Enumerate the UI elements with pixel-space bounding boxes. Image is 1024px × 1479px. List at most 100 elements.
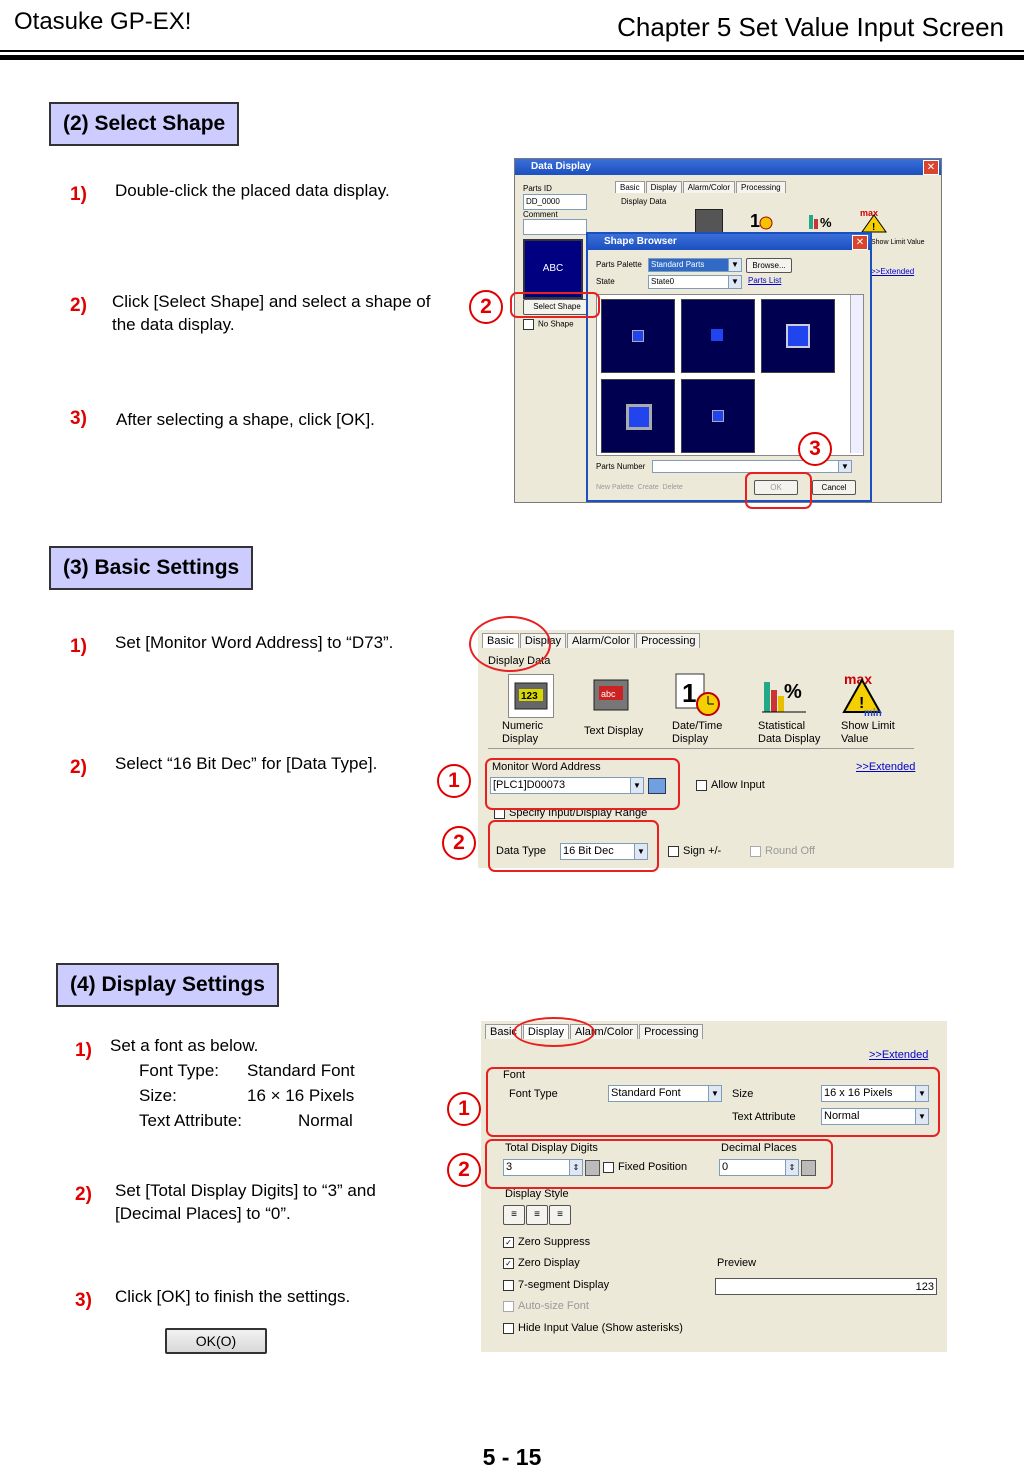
callout-marker: 1: [447, 1092, 481, 1126]
step-text: Select “16 Bit Dec” for [Data Type].: [115, 754, 378, 773]
parts-id-field[interactable]: DD_0000: [523, 194, 587, 210]
hide-input-checkbox[interactable]: Hide Input Value (Show asterisks): [503, 1322, 683, 1334]
state-select[interactable]: State0▼: [648, 275, 742, 289]
decimal-places-field[interactable]: 0⇕: [719, 1159, 799, 1176]
zero-suppress-checkbox[interactable]: ✓Zero Suppress: [503, 1236, 590, 1248]
shape-tile[interactable]: [681, 379, 755, 453]
size-row-value: 16 × 16 Pixels: [247, 1086, 355, 1105]
align-center-icon[interactable]: ≡: [526, 1205, 548, 1225]
shape-grid: [596, 294, 864, 456]
keypad-icon[interactable]: [801, 1160, 816, 1176]
comment-label: Comment: [523, 210, 558, 219]
tab-processing[interactable]: Processing: [639, 1024, 704, 1039]
browse-button[interactable]: Browse...: [746, 258, 792, 273]
step-number: 2): [70, 295, 87, 316]
specify-range-checkbox[interactable]: Specify Input/Display Range: [494, 807, 647, 819]
step-text: Double-click the placed data display.: [115, 181, 390, 200]
text-attribute-select[interactable]: Normal▼: [821, 1108, 929, 1125]
align-right-icon[interactable]: ≡: [549, 1205, 571, 1225]
no-shape-option[interactable]: No Shape: [523, 319, 574, 330]
highlight-font-settings: [486, 1067, 940, 1137]
shape-tile[interactable]: [761, 299, 835, 373]
tab-basic[interactable]: Basic: [485, 1024, 522, 1039]
font-type-label: Font Type: [509, 1088, 558, 1100]
extended-link[interactable]: >>Extended: [871, 267, 915, 276]
step-text: Click [Select Shape] and select a shape …: [112, 292, 431, 334]
highlight-monitor-address: [485, 758, 680, 810]
ok-button[interactable]: OK: [754, 480, 798, 495]
numeric-display-icon[interactable]: [695, 209, 723, 233]
section-title-basic-settings: (3) Basic Settings: [49, 546, 254, 590]
shape-tile[interactable]: [681, 299, 755, 373]
data-type-select[interactable]: 16 Bit Dec▼: [560, 843, 648, 860]
font-type-select[interactable]: Standard Font▼: [608, 1085, 722, 1102]
statistical-icon[interactable]: %: [807, 209, 835, 231]
scrollbar[interactable]: [850, 295, 863, 453]
tab-basic[interactable]: Basic: [615, 181, 645, 193]
tab-display[interactable]: Display: [645, 181, 682, 193]
show-limit-icon[interactable]: max!min: [840, 670, 890, 719]
svg-text:max: max: [844, 671, 872, 687]
tab-processing[interactable]: Processing: [736, 181, 786, 193]
round-off-checkbox[interactable]: Round Off: [750, 845, 815, 857]
align-left-icon[interactable]: ≡: [503, 1205, 525, 1225]
data-type-label: Data Type: [496, 845, 546, 857]
tab-alarm-color[interactable]: Alarm/Color: [566, 633, 636, 648]
parts-list-link[interactable]: Parts List: [748, 276, 782, 285]
decimal-places-label: Decimal Places: [721, 1142, 797, 1154]
svg-text:%: %: [820, 215, 832, 230]
select-shape-button[interactable]: Select Shape: [523, 299, 591, 315]
palette-actions: New Palette Create Delete: [596, 484, 683, 491]
svg-text:min: min: [864, 708, 882, 718]
section-title-select-shape: (2) Select Shape: [49, 102, 240, 146]
allow-input-checkbox[interactable]: Allow Input: [696, 779, 765, 791]
sign-checkbox[interactable]: Sign +/-: [668, 845, 721, 857]
zero-display-checkbox[interactable]: ✓Zero Display: [503, 1257, 580, 1269]
icon-label-numeric: Numeric Display: [502, 720, 543, 745]
keypad-icon[interactable]: [648, 778, 666, 794]
section-title-display-settings: (4) Display Settings: [56, 963, 279, 1007]
shape-browser-window: Shape Browser ✕ Parts Palette Standard P…: [586, 232, 872, 502]
total-digits-label: Total Display Digits: [505, 1142, 598, 1154]
auto-size-font-checkbox[interactable]: Auto-size Font: [503, 1300, 589, 1312]
extended-link[interactable]: >>Extended: [856, 761, 916, 773]
tab-alarm-color[interactable]: Alarm/Color: [682, 181, 736, 193]
keypad-icon[interactable]: [585, 1160, 600, 1176]
ok-button[interactable]: OK(O): [165, 1328, 267, 1354]
tab-processing[interactable]: Processing: [636, 633, 701, 648]
monitor-word-address-label: Monitor Word Address: [492, 761, 601, 773]
step-text: Click [OK] to finish the settings.: [115, 1287, 351, 1306]
svg-text:!: !: [859, 695, 864, 712]
close-icon[interactable]: ✕: [923, 160, 939, 175]
numeric-display-icon[interactable]: 123: [508, 674, 554, 718]
text-display-icon[interactable]: abc: [590, 674, 634, 716]
size-select[interactable]: 16 x 16 Pixels▼: [821, 1085, 929, 1102]
shape-tile[interactable]: [601, 299, 675, 373]
shape-browser-title: Shape Browser: [588, 234, 870, 250]
monitor-word-address-field[interactable]: [PLC1]D00073▼: [490, 777, 644, 794]
preview-label: Preview: [717, 1257, 757, 1269]
cancel-button[interactable]: Cancel: [812, 480, 856, 495]
font-type-row-value: Standard Font: [247, 1061, 355, 1080]
parts-palette-select[interactable]: Standard Parts▼: [648, 258, 742, 272]
show-limit-icon[interactable]: max!: [859, 207, 889, 233]
step-number: 1): [70, 636, 87, 657]
shape-tile[interactable]: [601, 379, 675, 453]
date-time-icon[interactable]: 1: [674, 672, 722, 718]
icon-label-text: Text Display: [584, 725, 644, 737]
close-icon[interactable]: ✕: [852, 235, 868, 250]
step-number: 1): [75, 1040, 92, 1061]
display-data-label: Display Data: [621, 197, 667, 206]
step-text: Set [Total Display Digits] to “3” and [D…: [115, 1181, 376, 1223]
total-digits-field[interactable]: 3⇕: [503, 1159, 583, 1176]
date-time-icon[interactable]: 1: [748, 209, 774, 231]
seven-segment-checkbox[interactable]: 7-segment Display: [503, 1279, 609, 1291]
statistical-icon[interactable]: %: [760, 672, 808, 718]
extended-link[interactable]: >>Extended: [869, 1049, 929, 1061]
comment-field[interactable]: [523, 219, 587, 235]
state-label: State: [596, 277, 615, 286]
fixed-position-checkbox[interactable]: Fixed Position: [603, 1161, 687, 1173]
